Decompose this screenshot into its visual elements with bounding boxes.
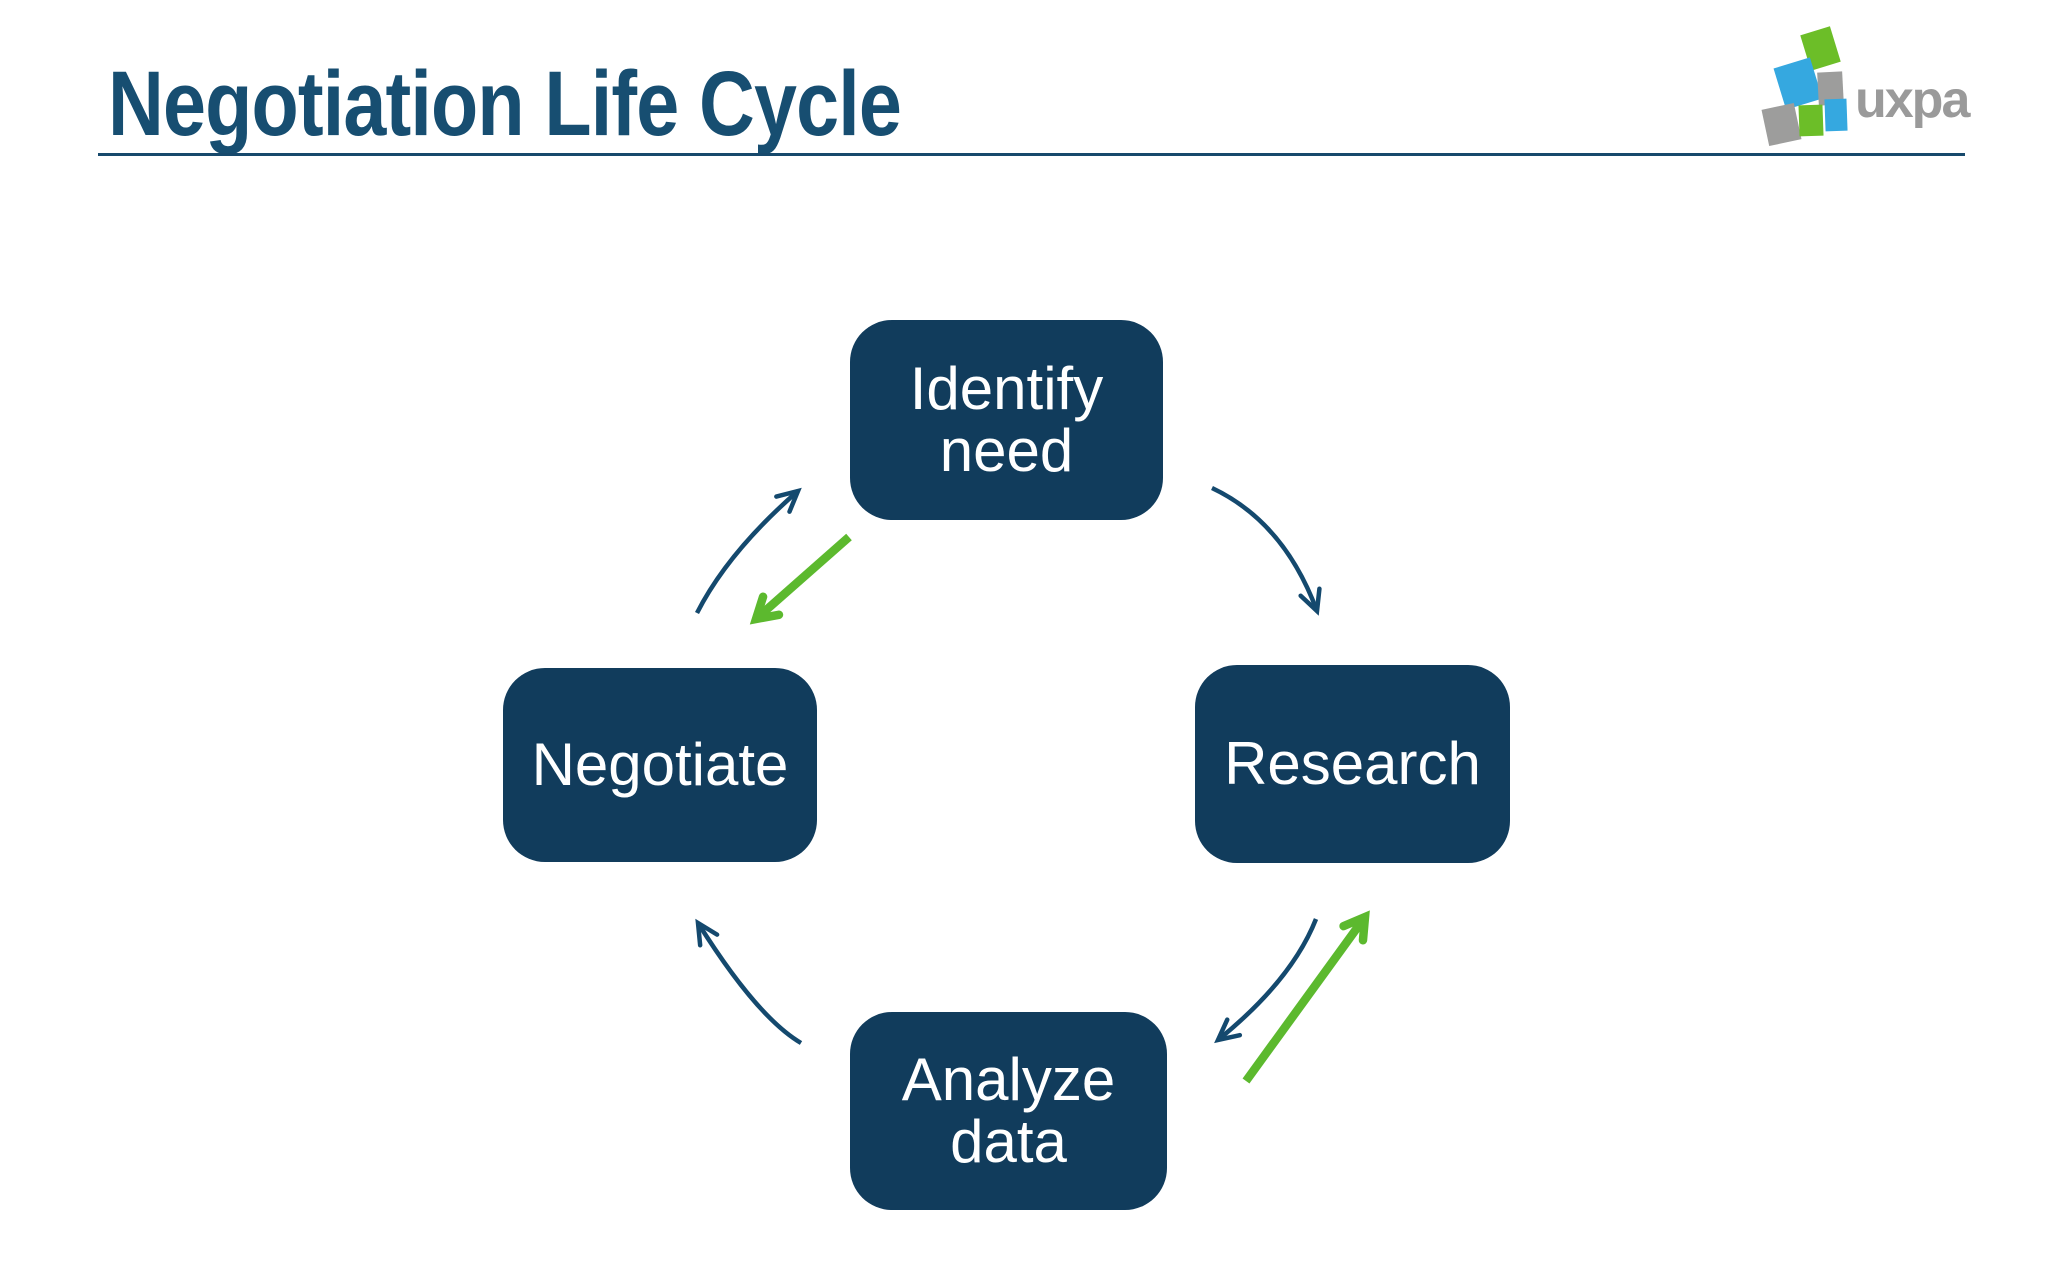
arrow-analyze-to-negotiate: [695, 918, 803, 1045]
cycle-node-research: Research: [1195, 665, 1510, 863]
node-label-line: Negotiate: [531, 731, 789, 798]
node-label-line: data: [950, 1108, 1067, 1175]
cycle-node-negotiate: Negotiate: [503, 668, 817, 862]
arrow-identify-to-research: [1211, 485, 1322, 616]
arrow-negotiate-to-identify: [694, 487, 802, 615]
uxpa-logo-icon: uxpa: [1760, 18, 2000, 150]
node-label-line: need: [939, 417, 1074, 484]
node-label-line: Analyze: [901, 1046, 1116, 1113]
green-arrow-identify-to-negotiate: [749, 533, 852, 625]
page-title: Negotiation Life Cycle: [108, 53, 902, 155]
logo-wordmark: uxpa: [1855, 71, 1970, 129]
arrow-research-to-analyze: [1214, 918, 1319, 1044]
title-underline: [98, 153, 1965, 156]
logo-square-green-bottom-icon: [1798, 104, 1824, 137]
logo-square-blue-bottom-icon: [1824, 98, 1848, 132]
logo-square-gray-bottom-icon: [1761, 102, 1802, 147]
green-arrow-analyze-to-research: [1242, 910, 1370, 1084]
node-label-line: Research: [1224, 730, 1481, 797]
node-label-line: Identify: [909, 355, 1104, 422]
cycle-node-identify-need: Identify need: [850, 320, 1163, 520]
cycle-node-analyze-data: Analyze data: [850, 1012, 1167, 1210]
